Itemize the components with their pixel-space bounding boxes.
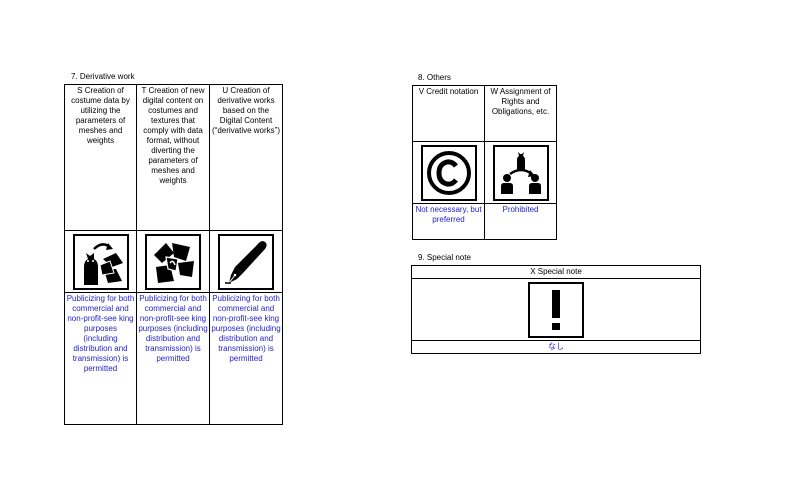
derivative-condition-u: Publicizing for both commercial and non-…	[209, 292, 283, 425]
costume-pieces-icon	[145, 233, 201, 290]
others-condition-v: Not necessary, but preferred	[412, 203, 485, 240]
derivative-header-u: U Creation of derivative works based on …	[209, 84, 283, 231]
special-icon-cell	[411, 278, 701, 341]
derivative-icon-cell-t	[136, 230, 210, 293]
others-table: V Credit notation W Assignment of Rights…	[412, 85, 557, 240]
others-header-v: V Credit notation	[412, 85, 485, 142]
cat-costume-icon	[72, 233, 129, 290]
derivative-condition-t: Publicizing for both commercial and non-…	[136, 292, 210, 425]
rights-transfer-icon	[492, 144, 549, 201]
others-header-w: W Assignment of Rights and Obligations, …	[484, 85, 557, 142]
others-section-title: 8. Others	[418, 73, 451, 82]
derivative-header-s: S Creation of costume data by utilizing …	[64, 84, 137, 231]
derivative-condition-s: Publicizing for both commercial and non-…	[64, 292, 137, 425]
derivative-header-t: T Creation of new digital content on cos…	[136, 84, 210, 231]
derivative-icon-cell-s	[64, 230, 137, 293]
exclamation-icon	[528, 281, 584, 338]
others-condition-w: Prohibited	[484, 203, 557, 240]
others-icon-cell-w	[484, 141, 557, 204]
special-table: X Special note なし	[411, 265, 701, 354]
special-header: X Special note	[411, 265, 701, 279]
others-icon-cell-v	[412, 141, 485, 204]
pen-nib-icon	[218, 233, 274, 290]
derivative-section-title: 7. Derivative work	[71, 72, 135, 81]
special-section-title: 9. Special note	[418, 253, 471, 262]
derivative-icon-cell-u	[209, 230, 283, 293]
copyright-icon	[420, 144, 477, 201]
derivative-table: S Creation of costume data by utilizing …	[64, 84, 283, 425]
special-value: なし	[411, 340, 701, 354]
